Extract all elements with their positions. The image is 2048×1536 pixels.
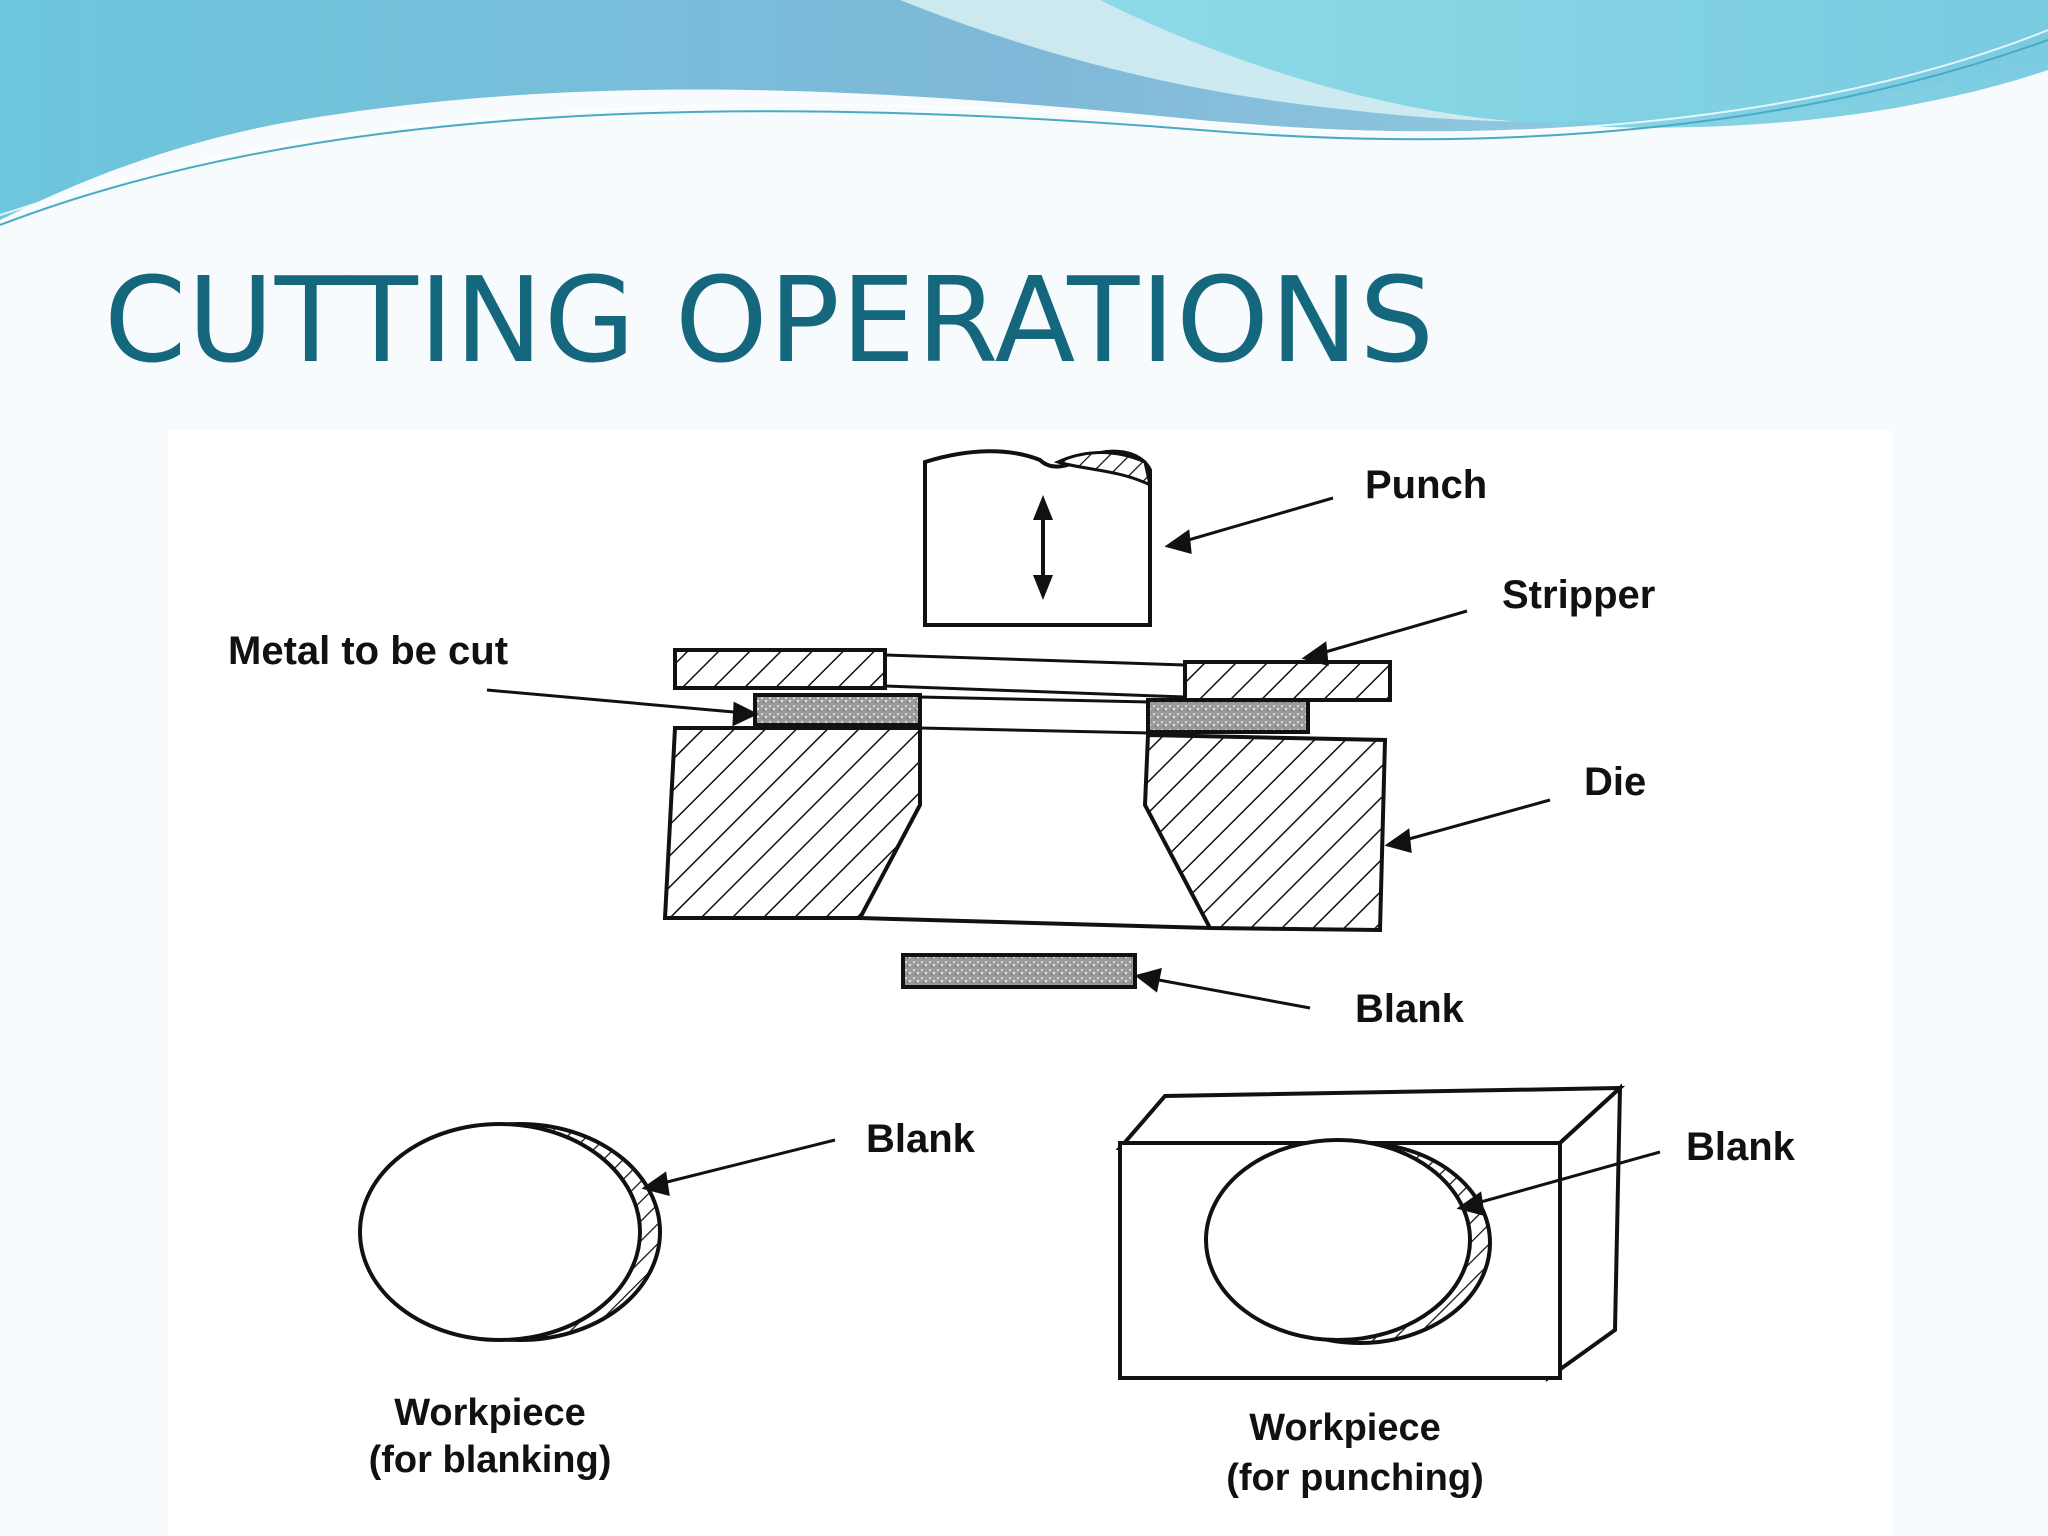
metal-sheet [753,693,1310,735]
label-stripper: Stripper [1502,573,1655,617]
stripper [673,648,1392,702]
ejected-blank [901,953,1137,989]
label-metal-to-be-cut: Metal to be cut [228,629,508,673]
punch [923,449,1153,627]
motion-arrow-icon [1033,495,1053,600]
label-blank-left: Blank [866,1117,976,1161]
label-workpiece-blanking-title: Workpiece [394,1392,585,1434]
workpiece-punching [1115,1083,1626,1383]
header-wave-decoration [0,0,2048,226]
label-blank-right: Blank [1686,1125,1796,1169]
die [662,726,1388,933]
workpiece-blanking [358,1122,662,1342]
label-workpiece-punching-sub: (for punching) [1226,1457,1483,1499]
label-blank-ejected: Blank [1355,987,1465,1031]
label-punch: Punch [1365,463,1487,507]
label-die: Die [1584,760,1646,804]
label-workpiece-blanking-sub: (for blanking) [369,1439,612,1481]
label-workpiece-punching-title: Workpiece [1249,1407,1440,1449]
leader-arrows [486,496,1661,1217]
slide-title: CUTTING OPERATIONS [104,251,1436,389]
